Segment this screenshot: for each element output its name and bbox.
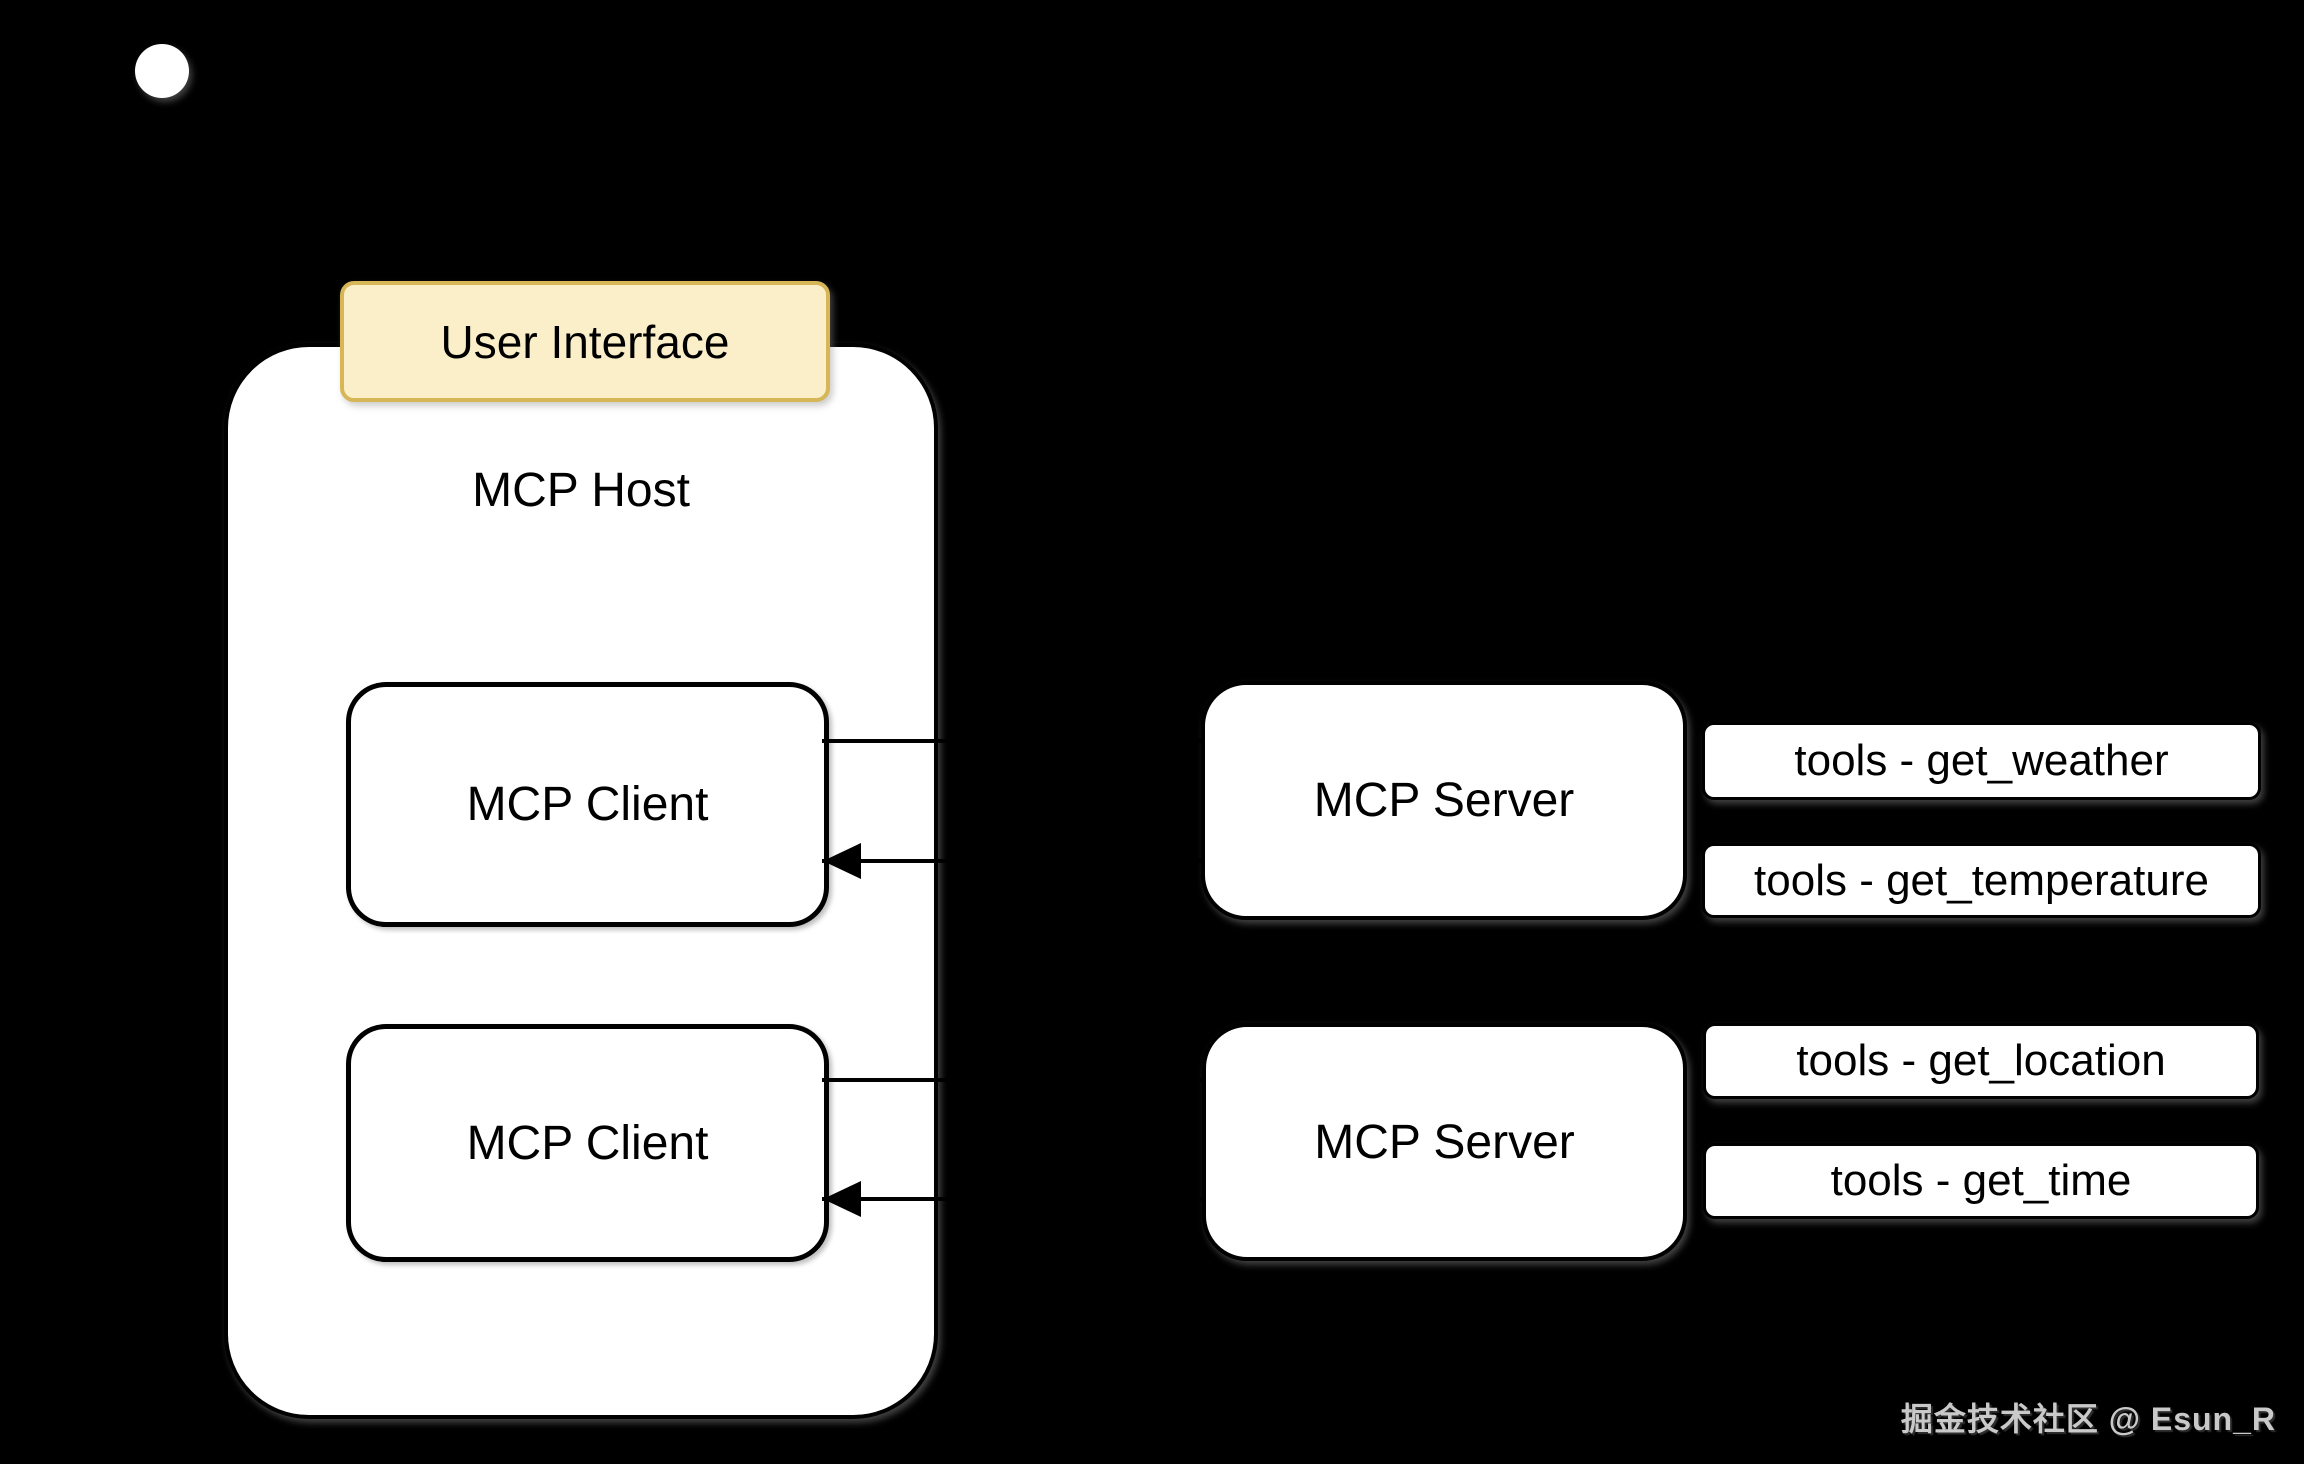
tool-box-get-time: tools - get_time: [1703, 1143, 2259, 1219]
mcp-client-box-2: MCP Client: [346, 1024, 829, 1262]
mcp-client-1-label: MCP Client: [466, 778, 709, 831]
mcp-host-label: MCP Host: [472, 464, 690, 517]
connector-client2-to-server2: [822, 1078, 1202, 1082]
mcp-server-box-2: MCP Server: [1202, 1023, 1687, 1261]
mcp-host-container: MCP Host MCP Client MCP Client: [224, 343, 938, 1419]
mcp-client-2-label: MCP Client: [466, 1116, 709, 1170]
watermark-text: 掘金技术社区 @ Esun_R: [1900, 1401, 2276, 1437]
tool-box-get-location: tools - get_location: [1703, 1023, 2259, 1099]
tool-get-location-label: tools - get_location: [1796, 1036, 2166, 1085]
arrowhead-into-client1-icon: [823, 843, 861, 879]
tool-get-weather-label: tools - get_weather: [1794, 736, 2169, 785]
user-actor-icon: [135, 44, 189, 98]
user-interface-label: User Interface: [440, 315, 730, 368]
tool-get-time-label: tools - get_time: [1830, 1156, 2132, 1205]
connector-server1-to-client1: [822, 859, 1202, 863]
connector-server2-to-client2: [822, 1197, 1202, 1201]
tool-box-get-temperature: tools - get_temperature: [1702, 843, 2261, 918]
user-interface-box: User Interface: [340, 281, 830, 402]
mcp-server-1-label: MCP Server: [1313, 774, 1575, 827]
arrowhead-into-server2-icon: [1163, 1062, 1201, 1098]
arrowhead-into-server1-icon: [1163, 723, 1201, 759]
mcp-server-2-label: MCP Server: [1314, 1115, 1575, 1169]
tool-get-temperature-label: tools - get_temperature: [1754, 855, 2209, 905]
arrowhead-into-client2-icon: [823, 1181, 861, 1217]
mcp-server-box-1: MCP Server: [1201, 681, 1687, 920]
tool-box-get-weather: tools - get_weather: [1702, 722, 2261, 800]
mcp-client-box-1: MCP Client: [346, 682, 829, 927]
connector-client1-to-server1: [822, 739, 1202, 743]
